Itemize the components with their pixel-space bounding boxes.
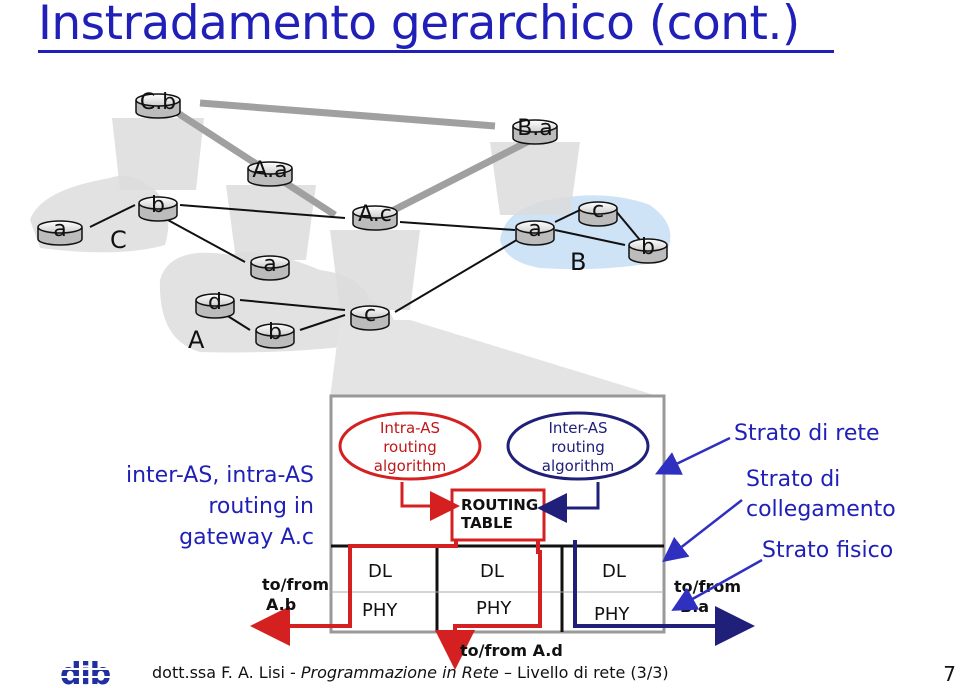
router-c-b: b: [138, 193, 178, 222]
note-link-layer-line2: collegamento: [746, 497, 896, 522]
router-ba: B.a: [512, 116, 558, 145]
router-a-b-label: b: [268, 320, 282, 345]
inter-as-line3: algorithm: [542, 457, 614, 475]
router-a-b: b: [255, 320, 295, 349]
router-b-c-label: c: [592, 198, 604, 223]
slide-title: Instradamento gerarchico (cont.): [38, 0, 800, 51]
zoom-funnel: [330, 320, 664, 398]
router-b-b: b: [628, 235, 668, 264]
pointer-physical-layer: [671, 558, 763, 611]
cone-aa: [226, 185, 316, 260]
note-left-line1: inter-AS, intra-AS: [126, 463, 314, 488]
intra-as-line2: routing: [383, 438, 437, 456]
router-c-b-label: b: [151, 193, 165, 218]
dib-logo: dib: [58, 658, 124, 688]
intra-to-table-arrow: [400, 482, 460, 521]
router-a-d: d: [195, 290, 235, 319]
inter-as-line2: routing: [551, 438, 605, 456]
as-label-c: C: [110, 226, 127, 254]
router-b-b-label: b: [641, 235, 655, 260]
page-number: 7: [943, 662, 956, 686]
note-physical-layer: Strato fisico: [762, 538, 893, 563]
router-c-a: a: [37, 217, 83, 246]
to-from-ab-line1: to/from: [262, 575, 329, 594]
footer-course: Programmazione in Rete: [300, 663, 499, 682]
footer-topic: – Livello di rete (3/3): [498, 663, 669, 682]
routing-table-line1: ROUTING: [461, 496, 538, 514]
router-b-a: a: [515, 217, 555, 246]
cone-ba: [490, 142, 580, 215]
to-from-ba-arrow: [573, 540, 755, 646]
router-a-c-label: c: [364, 302, 376, 327]
phy-left: PHY: [362, 600, 398, 621]
to-from-ab-arrow: [250, 540, 458, 646]
router-a-a-label: a: [263, 252, 276, 277]
intra-as-line3: algorithm: [374, 457, 446, 475]
inter-as-algorithm: [506, 411, 650, 481]
inter-as-links: [168, 99, 537, 218]
pointer-network-layer: [655, 436, 731, 475]
router-cb-label: C.b: [140, 90, 176, 115]
pointer-link-layer: [662, 499, 743, 563]
dl-middle: DL: [480, 561, 504, 582]
router-a-a: a: [250, 252, 290, 281]
title-underline: [38, 50, 834, 53]
note-network-layer: Strato di rete: [734, 421, 880, 446]
note-left-line3: gateway A.c: [179, 525, 314, 550]
routers: C.bB.aA.aA.c a b a d b c a c b: [37, 90, 668, 349]
inter-to-table-arrow: [537, 482, 600, 523]
router-ac-label: A.c: [358, 202, 392, 227]
footer-author: dott.ssa F. A. Lisi -: [152, 663, 301, 682]
phy-middle: PHY: [476, 598, 512, 619]
router-cb: C.b: [135, 90, 181, 119]
router-aa-label: A.a: [252, 158, 287, 183]
intra-as-line1: Intra-AS: [380, 419, 440, 437]
as-label-a: A: [188, 326, 205, 354]
to-from-ba-line2: B.a: [680, 597, 709, 616]
inter-as-line1: Inter-AS: [548, 419, 607, 437]
svg-text:dib: dib: [60, 658, 111, 688]
physical-links: [89, 204, 641, 331]
router-a-c: c: [350, 302, 390, 331]
routing-table-line2: TABLE: [461, 514, 513, 532]
intra-as-algorithm: [338, 411, 482, 481]
footer: dott.ssa F. A. Lisi - Programmazione in …: [152, 663, 669, 682]
to-from-ad: to/from A.d: [460, 641, 563, 660]
router-ac: A.c: [352, 202, 398, 231]
to-from-ad-arrow: [435, 540, 542, 670]
router-ba-label: B.a: [517, 116, 553, 141]
router-a-d-label: d: [208, 290, 222, 315]
cone-ac: [330, 230, 420, 310]
router-b-a-label: a: [528, 217, 541, 242]
to-from-ba-line1: to/from: [674, 577, 741, 596]
note-left-line2: routing in: [208, 494, 314, 519]
dl-left: DL: [368, 561, 392, 582]
router-b-c: c: [578, 198, 618, 227]
to-from-ab-line2: A.b: [266, 595, 296, 614]
router-c-a-label: a: [53, 217, 66, 242]
dl-right: DL: [602, 561, 626, 582]
cone-cb: [112, 118, 204, 190]
router-aa: A.a: [247, 158, 293, 187]
phy-right: PHY: [594, 604, 630, 625]
note-link-layer-line1: Strato di: [746, 467, 840, 492]
as-label-b: B: [570, 248, 586, 276]
